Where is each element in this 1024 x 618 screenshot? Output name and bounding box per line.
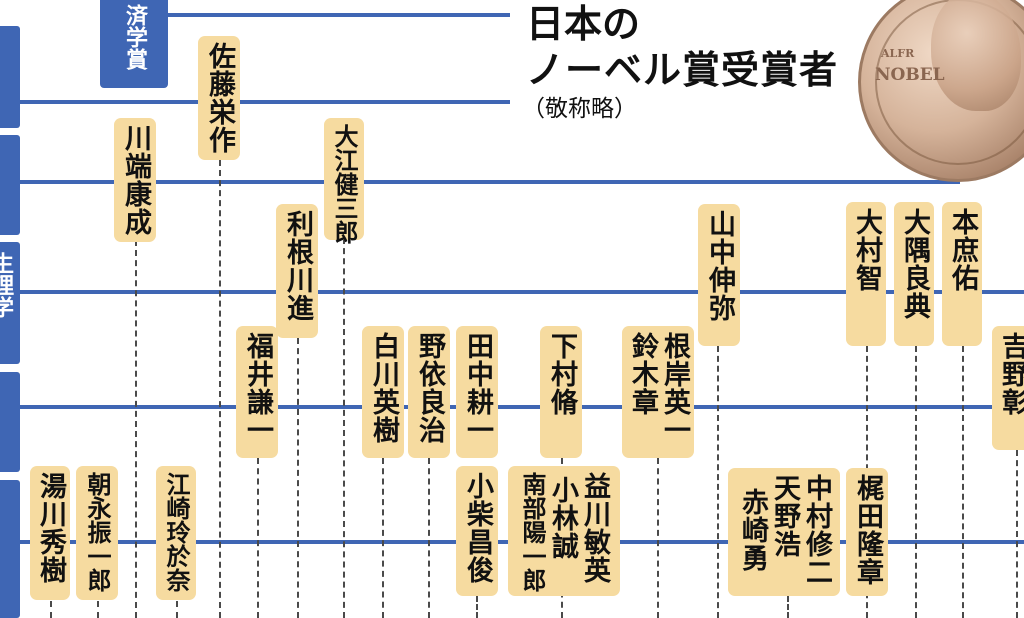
laureate-card: 利根川進 xyxy=(276,204,318,338)
laureate-name: 田中耕一 xyxy=(462,332,493,444)
laureate-card: 福井謙一 xyxy=(236,326,278,458)
page-title-line2: ノーベル賞受賞者 xyxy=(526,48,839,92)
laureate-name: 南部陽一郎 xyxy=(518,472,546,592)
year-line xyxy=(257,458,259,618)
laureate-name: 福井謙一 xyxy=(242,332,273,444)
laureate-card: 湯川秀樹 xyxy=(30,466,70,600)
laureate-card: 下村脩 xyxy=(540,326,582,458)
year-line xyxy=(962,346,964,618)
laureate-name: 山中伸弥 xyxy=(704,210,735,322)
year-line xyxy=(97,590,99,618)
laureate-name: 佐藤栄作 xyxy=(204,42,235,154)
laureate-card: 野依良治 xyxy=(408,326,450,458)
laureate-name: 小林誠 xyxy=(547,476,578,560)
laureate-name: 小柴昌俊 xyxy=(462,472,493,584)
laureate-card: 大隅良典 xyxy=(894,202,934,346)
laureate-card: 川端康成 xyxy=(114,118,156,242)
category-tab-literature xyxy=(0,26,20,128)
laureate-name: 大村智 xyxy=(851,208,882,292)
medal-inscription: NOBEL xyxy=(875,65,945,85)
category-tab-physics xyxy=(0,480,20,618)
year-line xyxy=(297,338,299,618)
medal-portrait xyxy=(931,0,1021,111)
laureate-card: 佐藤栄作 xyxy=(198,36,240,160)
laureate-name: 本庶佑 xyxy=(947,208,978,292)
year-line xyxy=(476,596,478,618)
category-label-physiology: 生理学 xyxy=(0,252,13,318)
laureate-name: 中村修二 xyxy=(801,474,832,586)
laureate-name: 下村脩 xyxy=(546,332,577,416)
category-label-economics: 済学賞 xyxy=(122,4,147,70)
year-line xyxy=(1016,450,1018,618)
laureate-card: 吉野彰 xyxy=(992,326,1024,450)
category-tab-peace xyxy=(0,135,20,235)
laureate-card-group: 益川敏英 小林誠 南部陽一郎 xyxy=(508,466,620,596)
laureate-name: 利根川進 xyxy=(282,210,313,322)
laureate-name: 湯川秀樹 xyxy=(35,472,66,584)
page-title-line1: 日本の xyxy=(526,2,641,46)
year-line xyxy=(657,458,659,618)
year-line xyxy=(219,160,221,618)
laureate-card: 山中伸弥 xyxy=(698,204,740,346)
laureate-card-group: 根岸英一 鈴木章 xyxy=(622,326,694,458)
year-line xyxy=(50,590,52,618)
laureate-name: 大隅良典 xyxy=(899,208,930,320)
laureate-card: 朝永振一郎 xyxy=(76,466,118,600)
year-line xyxy=(915,346,917,618)
laureate-name: 大江健三郎 xyxy=(330,124,358,244)
laureate-name: 鈴木章 xyxy=(627,332,658,416)
laureate-name: 朝永振一郎 xyxy=(83,472,111,592)
laureate-card-group: 中村修二 天野浩 赤崎勇 xyxy=(728,468,840,596)
laureate-name: 川端康成 xyxy=(120,124,151,236)
laureate-name: 梶田隆章 xyxy=(852,474,883,586)
laureate-card: 白川英樹 xyxy=(362,326,404,458)
category-tab-economics: 済学賞 xyxy=(100,0,168,88)
year-line xyxy=(717,346,719,618)
year-line xyxy=(787,596,789,618)
laureate-name: 天野浩 xyxy=(769,474,800,558)
band-chemistry xyxy=(20,405,1024,409)
laureate-card: 大江健三郎 xyxy=(324,118,364,244)
nobel-medal-image: ALFR NOBEL xyxy=(858,0,1024,182)
year-line xyxy=(382,458,384,618)
laureate-name: 吉野彰 xyxy=(997,332,1024,416)
honorifics-note: （敬称略） xyxy=(522,96,637,122)
laureate-name: 野依良治 xyxy=(414,332,445,444)
laureate-card: 田中耕一 xyxy=(456,326,498,458)
band-physiology xyxy=(20,290,1024,294)
year-line xyxy=(176,590,178,618)
year-line xyxy=(428,458,430,618)
laureate-card: 大村智 xyxy=(846,202,886,346)
laureate-name: 白川英樹 xyxy=(368,332,399,444)
year-line xyxy=(135,240,137,618)
band-economics xyxy=(168,13,510,17)
laureate-name: 益川敏英 xyxy=(579,472,610,584)
laureate-name: 赤崎勇 xyxy=(737,488,768,572)
laureate-card: 本庶佑 xyxy=(942,202,982,346)
laureate-card: 梶田隆章 xyxy=(846,468,888,596)
band-literature xyxy=(20,100,510,104)
laureate-name: 根岸英一 xyxy=(659,332,690,444)
laureate-card: 江崎玲於奈 xyxy=(156,466,196,600)
laureate-name: 江崎玲於奈 xyxy=(162,472,190,592)
year-line xyxy=(343,238,345,618)
medal-inscription-small: ALFR xyxy=(881,47,915,60)
laureate-card: 小柴昌俊 xyxy=(456,466,498,596)
category-tab-chemistry xyxy=(0,372,20,472)
band-peace xyxy=(20,180,960,184)
category-tab-physiology: 生理学 xyxy=(0,242,20,364)
